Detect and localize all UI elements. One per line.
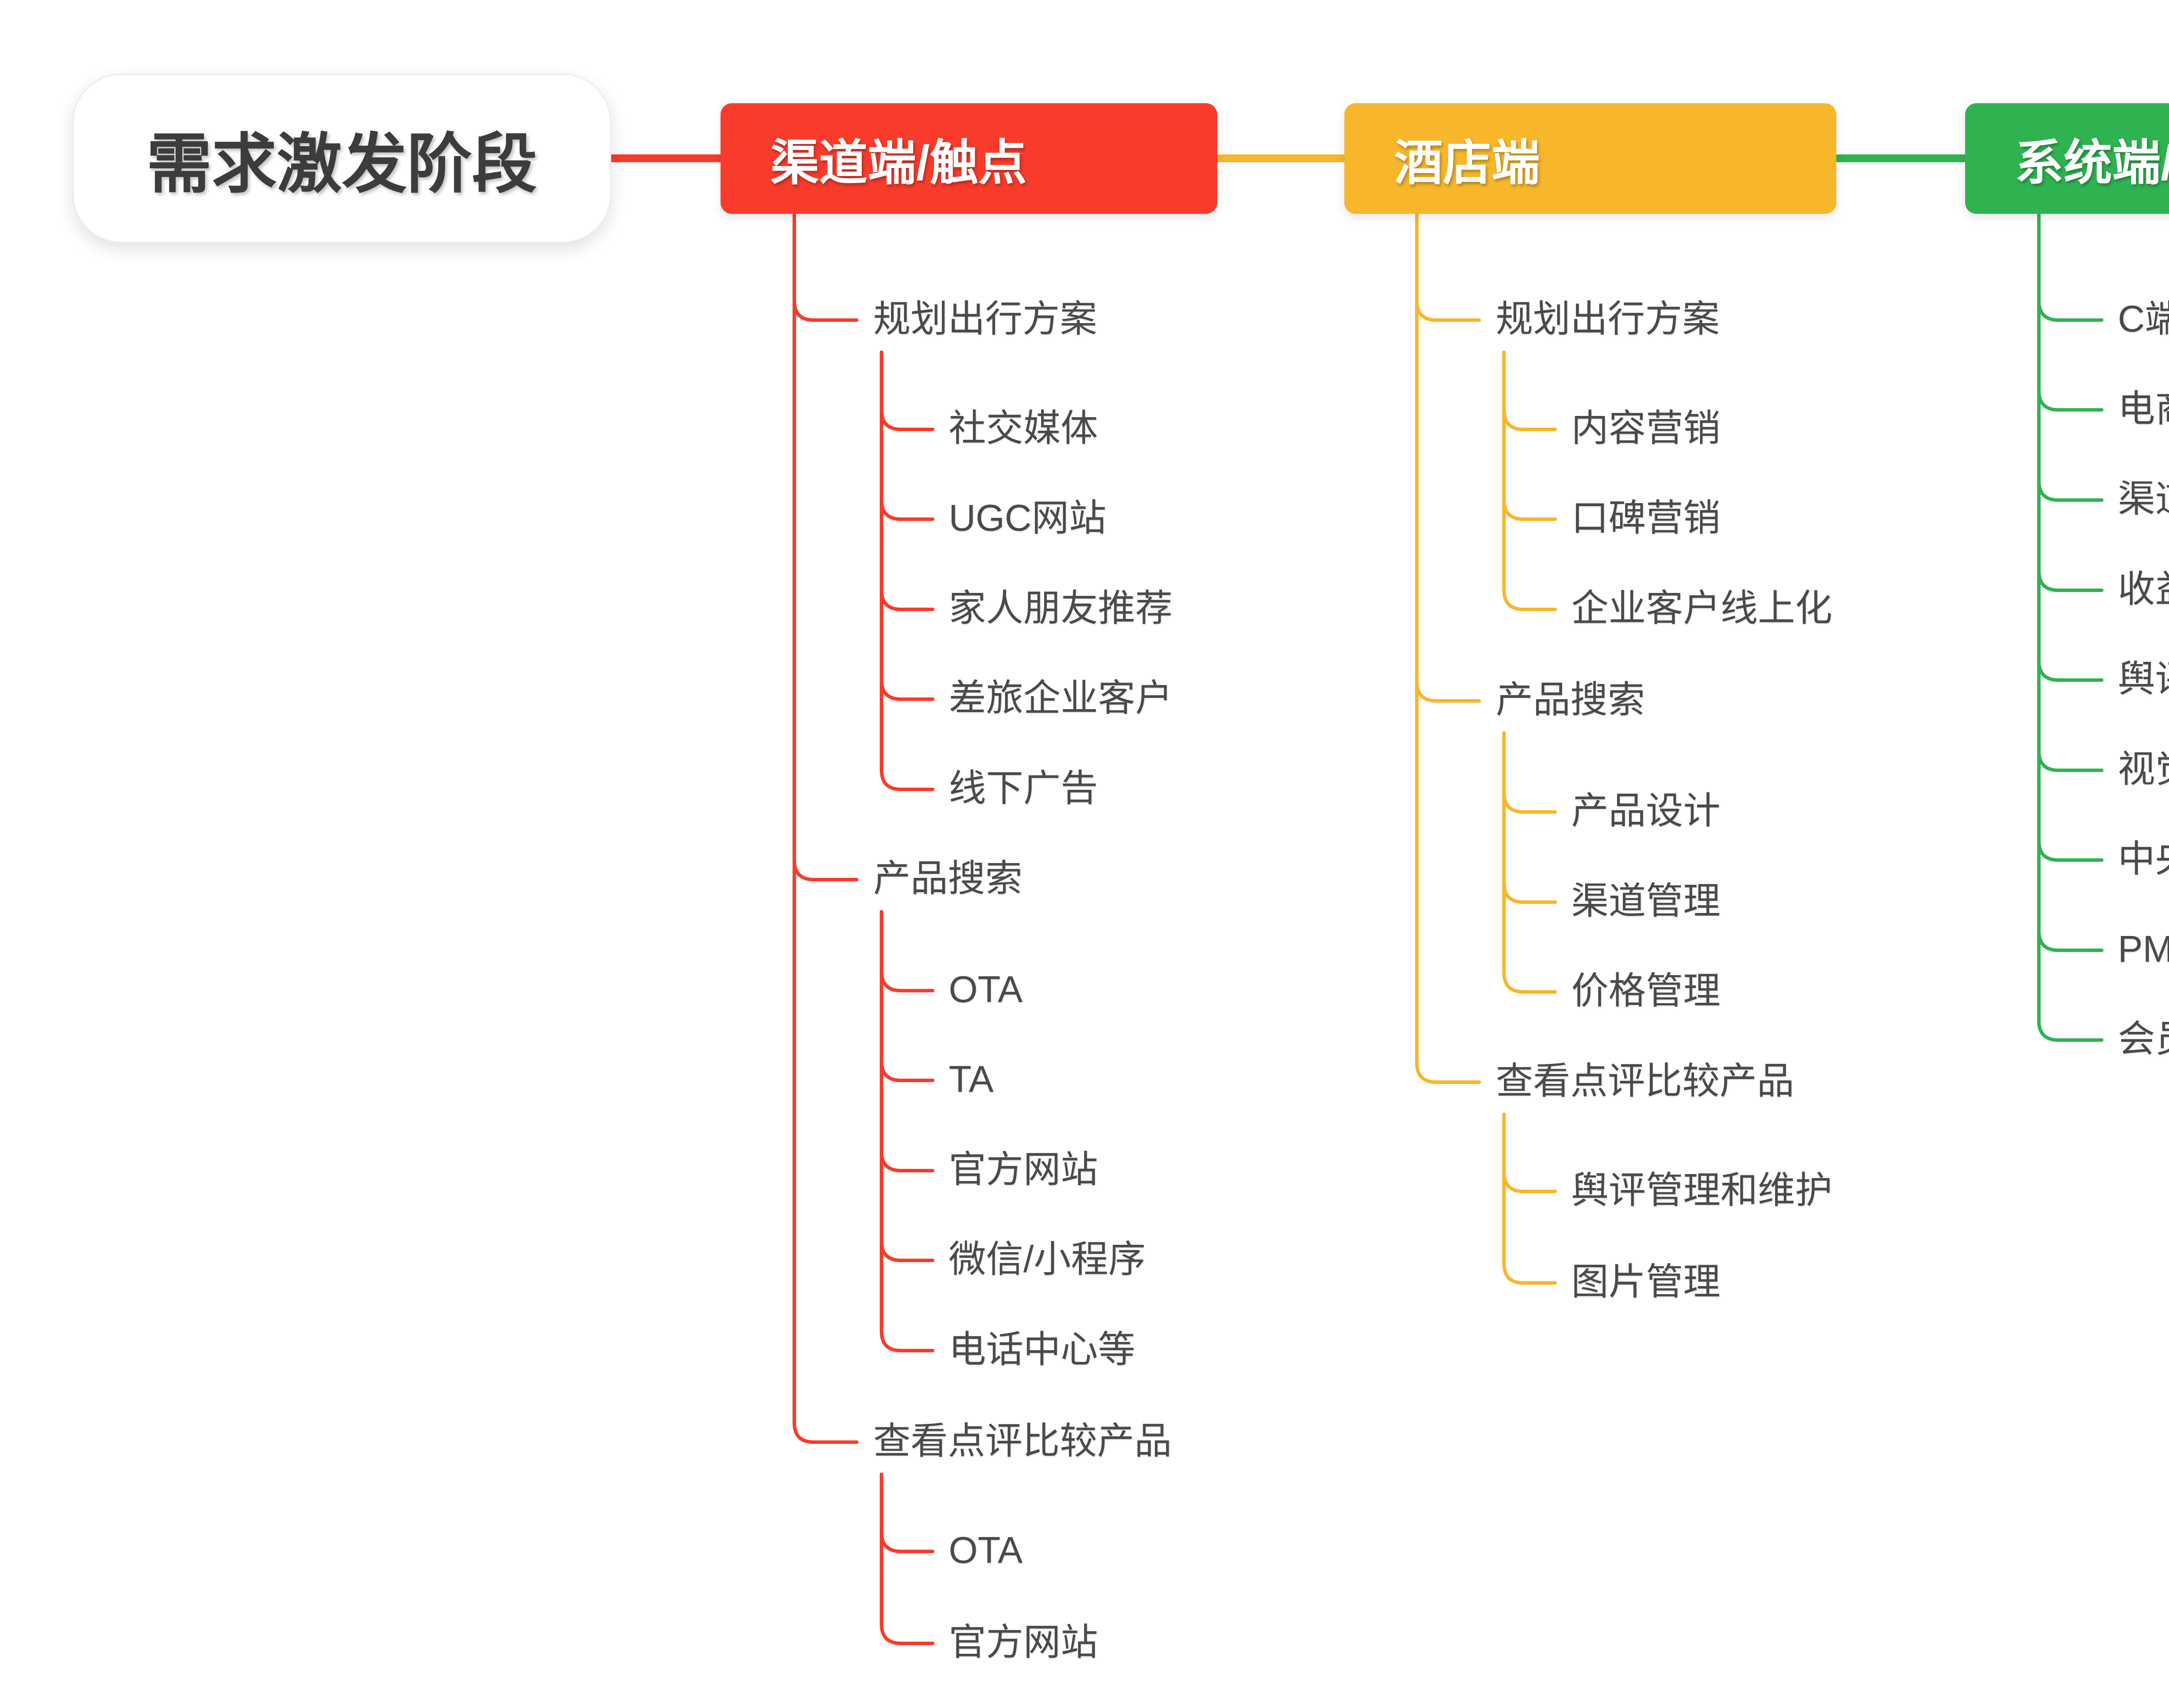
subtopic-label[interactable]: TA — [949, 1058, 994, 1100]
subtopic-label[interactable]: 官方网站 — [949, 1148, 1098, 1191]
topic-label[interactable]: 规划出行方案 — [1496, 298, 1720, 340]
subtopic-label[interactable]: 家人朋友推荐 — [949, 587, 1173, 629]
subtopic-label[interactable]: 产品设计 — [1571, 790, 1720, 832]
topic-label[interactable]: 收益管理 — [2118, 568, 2169, 610]
subtopic-label[interactable]: 企业客户线上化 — [1571, 587, 1832, 629]
subtopic-label[interactable]: 舆评管理和维护 — [1571, 1169, 1832, 1211]
topic-label[interactable]: 电商平台 — [2118, 388, 2169, 430]
subtopic-label[interactable]: 社交媒体 — [949, 407, 1098, 449]
subtopic-label[interactable]: 图片管理 — [1571, 1261, 1720, 1303]
subtopic-label[interactable]: 口碑营销 — [1571, 497, 1720, 539]
topic-label[interactable]: 会员管理系统 — [2118, 1018, 2169, 1060]
subtopic-label[interactable]: 内容营销 — [1571, 407, 1720, 449]
subtopic-label[interactable]: UGC网站 — [949, 497, 1107, 539]
hotel-branch-header[interactable]: 酒店端 — [1344, 103, 1836, 214]
topic-label[interactable]: 渠道管理 — [2118, 478, 2169, 520]
subtopic-label[interactable]: OTA — [949, 1529, 1023, 1571]
topic-label[interactable]: C端社交 — [2118, 298, 2169, 340]
root-node[interactable]: 需求激发阶段 — [72, 74, 611, 243]
hotel-branch-connectors — [1214, 154, 1557, 1285]
topic-label[interactable]: PMS系统 — [2118, 928, 2169, 970]
subtopic-label[interactable]: 官方网站 — [949, 1621, 1098, 1663]
system-branch-header[interactable]: 系统端/数据运营 — [1965, 103, 2169, 214]
subtopic-label[interactable]: 价格管理 — [1571, 970, 1720, 1012]
subtopic-label[interactable]: 电话中心等 — [949, 1328, 1135, 1371]
topic-label[interactable]: 查看点评比较产品 — [873, 1420, 1172, 1462]
topic-label[interactable]: 中央预订系统 — [2118, 838, 2169, 880]
topic-label[interactable]: 规划出行方案 — [873, 298, 1097, 340]
topic-label[interactable]: 舆评管理系统 — [2118, 658, 2169, 700]
subtopic-label[interactable]: 渠道管理 — [1571, 880, 1720, 922]
topic-label[interactable]: 查看点评比较产品 — [1496, 1060, 1794, 1102]
channel-branch-header[interactable]: 渠道端/触点 — [721, 103, 1217, 214]
channel-branch-connectors — [603, 154, 934, 1645]
system-branch-connectors — [1834, 154, 2103, 1042]
subtopic-label[interactable]: 线下广告 — [949, 767, 1098, 809]
topic-label[interactable]: 视觉系统 — [2118, 748, 2169, 790]
topic-label[interactable]: 产品搜索 — [873, 857, 1022, 900]
topic-label[interactable]: 产品搜索 — [1496, 679, 1645, 721]
subtopic-label[interactable]: OTA — [949, 969, 1023, 1011]
subtopic-label[interactable]: 差旅企业客户 — [949, 677, 1173, 719]
subtopic-label[interactable]: 微信/小程序 — [949, 1238, 1146, 1280]
